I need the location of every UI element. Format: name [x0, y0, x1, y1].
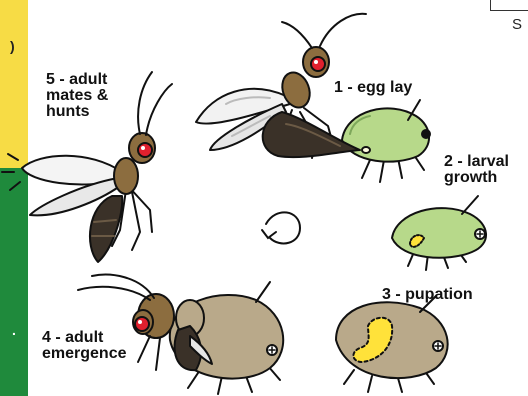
aphid-mummy-icon [336, 296, 448, 392]
circular-arrow-icon [262, 212, 300, 243]
stage-1-label: 1 - egg lay [334, 80, 412, 96]
stage-4-label: 4 - adult emergence [42, 330, 152, 362]
aphid-host-icon [342, 100, 430, 182]
stage-3-label: 3 - pupation [382, 287, 473, 303]
stage-2-label: 2 - larval growth [444, 154, 528, 186]
stage-5-label: 5 - adult mates & hunts [46, 72, 132, 120]
aphid-with-larva-icon [392, 196, 486, 270]
